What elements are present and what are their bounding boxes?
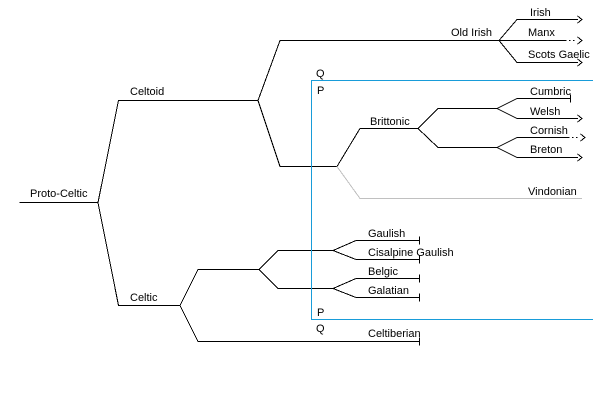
tree-branches: [19, 19, 580, 342]
label-celtic: Celtic: [130, 292, 158, 304]
label-galatian: Galatian: [368, 285, 409, 297]
line-cumbric: [496, 98, 570, 109]
label-old-irish: Old Irish: [451, 27, 492, 39]
branch-brittonic: [336, 128, 418, 167]
extinct-markers: [419, 94, 571, 346]
line-cisalpine-gaulish: [332, 250, 419, 260]
label-breton: Breton: [530, 144, 562, 156]
line-vindonian: [336, 166, 582, 199]
line-breton: [496, 147, 578, 158]
branch-celtic: [97, 202, 180, 306]
branch-gaulish-group: [258, 250, 333, 270]
line-gaulish: [332, 240, 419, 251]
label-cornish: Cornish: [530, 125, 568, 137]
label-scots-gaelic: Scots Gaelic: [528, 49, 590, 61]
arrowheads: [577, 15, 586, 162]
label-proto-celtic: Proto-Celtic: [30, 188, 88, 200]
arrowhead-irish-icon: [577, 15, 583, 24]
label-vindonian: Vindonian: [528, 186, 577, 198]
pq-overlay-box: [310, 79, 593, 321]
line-scots-gaelic: [498, 40, 578, 63]
label-cisalpine-gaulish: Cisalpine Gaulish: [368, 247, 454, 259]
line-irish: [498, 19, 578, 41]
line-celtiberian: [179, 305, 419, 342]
line-welsh: [496, 108, 578, 119]
hypothetical-branch: [336, 166, 582, 199]
branch-brittonic-feeder: [257, 100, 337, 167]
label-belgic: Belgic: [368, 266, 398, 278]
branch-brittonic-lower: [417, 128, 497, 148]
label-celtiberian: Celtiberian: [368, 328, 421, 340]
arrowhead-cornish-icon: [580, 133, 586, 142]
arrowhead-breton-icon: [577, 153, 583, 162]
arrowhead-manx-icon: [577, 36, 583, 45]
arrowhead-welsh-icon: [577, 114, 583, 123]
line-cornish-solid: [496, 137, 568, 148]
label-manx: Manx: [528, 27, 555, 39]
label-brittonic: Brittonic: [370, 116, 410, 128]
label-p-bottom: P: [317, 307, 324, 319]
label-celtoid: Celtoid: [130, 86, 164, 98]
branch-belgic-group: [258, 269, 333, 289]
label-irish: Irish: [530, 7, 551, 19]
line-galatian: [332, 288, 419, 298]
hypothetical-labels: Vindonian: [528, 186, 577, 198]
branch-brittonic-upper: [417, 108, 497, 129]
pq-box-outline: [310, 79, 593, 321]
pq-labels: Q P P Q: [316, 68, 325, 335]
branch-gaulish-feeder: [179, 269, 259, 306]
line-belgic: [332, 278, 419, 289]
label-q-top: Q: [316, 68, 325, 80]
arrowhead-scots-gaelic-icon: [577, 58, 583, 67]
label-q-bottom: Q: [316, 323, 325, 335]
branch-labels: Proto-Celtic Celtoid Celtic Old Irish Ir…: [30, 7, 590, 340]
label-p-top: P: [317, 85, 324, 97]
branch-celtoid: [97, 100, 258, 203]
label-welsh: Welsh: [530, 106, 560, 118]
branch-old-irish: [257, 40, 499, 101]
label-cumbric: Cumbric: [530, 86, 571, 98]
label-gaulish: Gaulish: [368, 228, 405, 240]
